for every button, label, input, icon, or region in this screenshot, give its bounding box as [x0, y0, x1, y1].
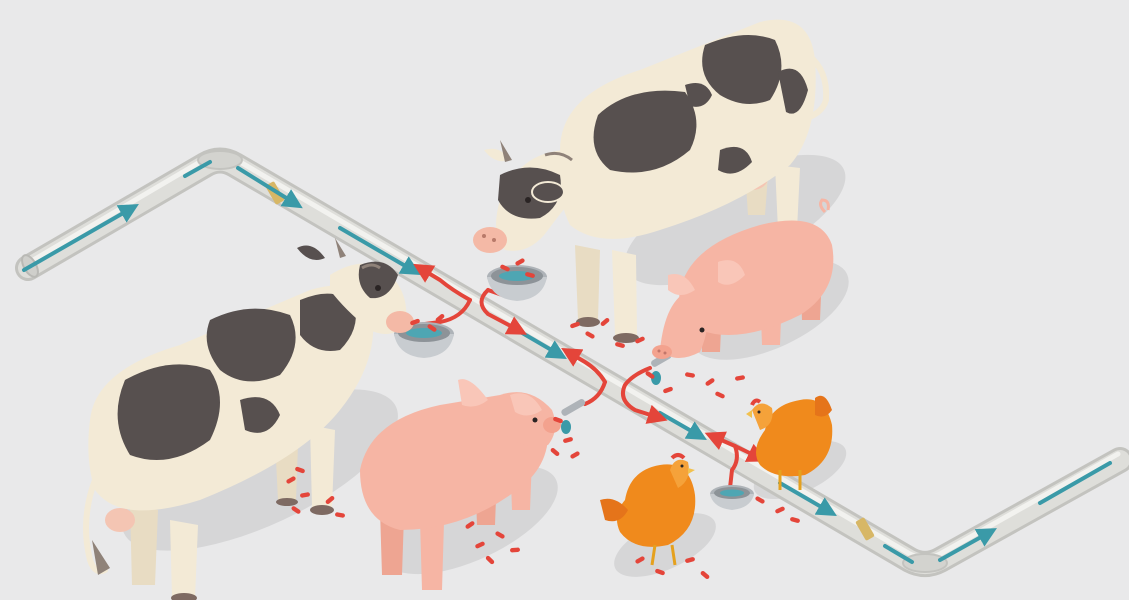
feed-bowl-icon: [394, 265, 754, 510]
pig-right: [652, 198, 834, 359]
medicated-flow-branches: [408, 263, 768, 490]
pig-front: [360, 379, 561, 590]
cow-back: [473, 19, 830, 343]
chicken-front: [600, 453, 696, 566]
chicken-right: [746, 395, 833, 490]
cow-front: [83, 238, 414, 600]
nipple-drinker-icon: [561, 352, 672, 434]
